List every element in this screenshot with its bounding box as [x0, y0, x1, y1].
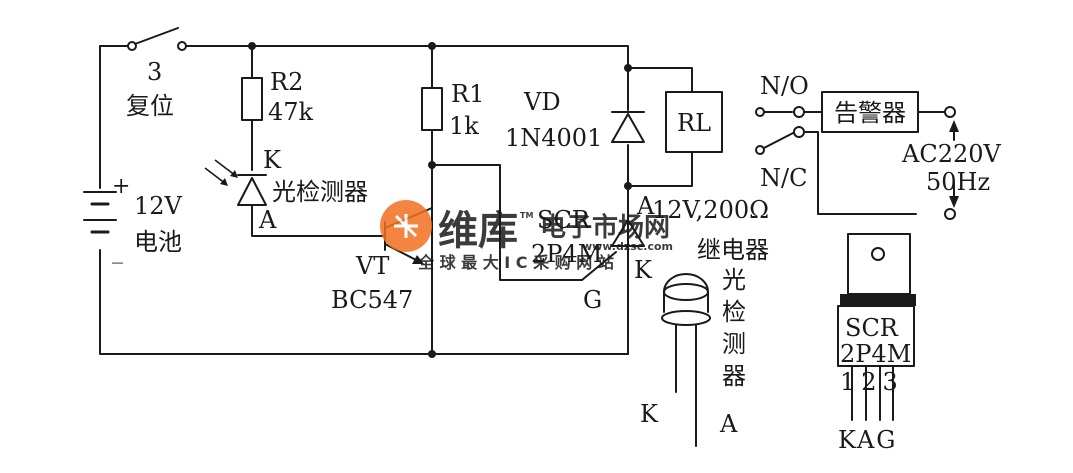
circuit-wires: [99, 45, 955, 355]
photodiode-symbol: [204, 159, 267, 206]
scr-symbol: [581, 219, 645, 355]
r1-resistor: [421, 87, 443, 131]
photodiode-label: 光检测器: [272, 178, 368, 206]
relay-spec: 12V,200Ω: [652, 196, 769, 224]
battery: [83, 191, 117, 234]
relay-kind: 继电器: [697, 236, 769, 264]
transistor-part: BC547: [331, 286, 413, 314]
photodiode-a: A: [258, 206, 277, 234]
pd-package-a: A: [719, 410, 738, 438]
scr-package: [837, 233, 916, 421]
battery-plus: +: [112, 174, 130, 199]
pd-vertical-4: 器: [722, 362, 746, 390]
watermark-url: www.dzsc.com: [582, 240, 673, 253]
scr-gate: G: [583, 286, 602, 314]
pd-vertical-2: 检: [722, 298, 746, 326]
arrow-down-icon: [949, 196, 959, 208]
photodiode-k: K: [263, 146, 282, 174]
mains-terminal-1: [944, 106, 956, 118]
relay-coil: [665, 91, 723, 153]
transistor-name: VT: [355, 252, 389, 280]
watermark: 维库 TM 电子市场网 www.dzsc.com 全 球 最 大 I C 采 购…: [380, 200, 673, 272]
r2-name: R2: [270, 68, 303, 96]
scr-part: 2P4M: [531, 240, 602, 268]
mains-voltage: AC220V: [901, 140, 1002, 168]
alarm-box: [821, 91, 919, 133]
no-label: N/O: [760, 72, 809, 100]
pkg-part-label: 2P4M: [840, 340, 911, 368]
mains-frequency: 50Hz: [926, 168, 990, 196]
nc-terminal: [793, 126, 805, 138]
relay-coil-label: RL: [677, 109, 711, 137]
no-terminal-2: [793, 106, 805, 118]
scr-anode: A: [636, 192, 655, 220]
battery-label: 电池: [134, 228, 182, 256]
diode-part: 1N4001: [505, 124, 602, 152]
switch-label: 复位: [126, 92, 174, 120]
diode-vd-symbol: [611, 111, 645, 143]
photodiode-package: [661, 273, 711, 447]
pd-package-k: K: [640, 400, 659, 428]
pkg-pin-names: KAG: [838, 426, 897, 454]
pd-vertical-1: 光: [722, 266, 746, 294]
alarm-label: 告警器: [834, 99, 906, 127]
watermark-tm: TM: [520, 211, 533, 220]
r2-value: 47k: [268, 98, 314, 126]
r1-name: R1: [451, 80, 484, 108]
battery-voltage: 12V: [134, 192, 183, 220]
watermark-sub: 电子市场网: [540, 212, 670, 243]
watermark-slogan: 全 球 最 大 I C 采 购 网 站: [417, 253, 614, 272]
nc-label: N/C: [760, 164, 807, 192]
watermark-brand: 维库: [438, 208, 518, 254]
pkg-scr-label: SCR: [845, 314, 899, 342]
watermark-logo-icon: [380, 200, 432, 252]
switch-number: 3: [147, 58, 162, 86]
pd-vertical-3: 测: [722, 330, 746, 358]
scr-cathode: K: [634, 256, 653, 284]
no-terminal-1: [755, 107, 765, 117]
pkg-pin-numbers: 123: [840, 368, 904, 396]
reset-switch: [127, 27, 187, 51]
r2-resistor: [241, 77, 263, 121]
diode-name: VD: [523, 88, 561, 116]
r1-value: 1k: [449, 112, 479, 140]
junction-dots: [248, 42, 632, 358]
arrow-up-icon: [949, 120, 959, 132]
mains-terminal-2: [944, 208, 956, 220]
scr-name: SCR: [537, 206, 591, 234]
common-terminal: [755, 145, 765, 155]
battery-minus: _: [112, 239, 123, 264]
